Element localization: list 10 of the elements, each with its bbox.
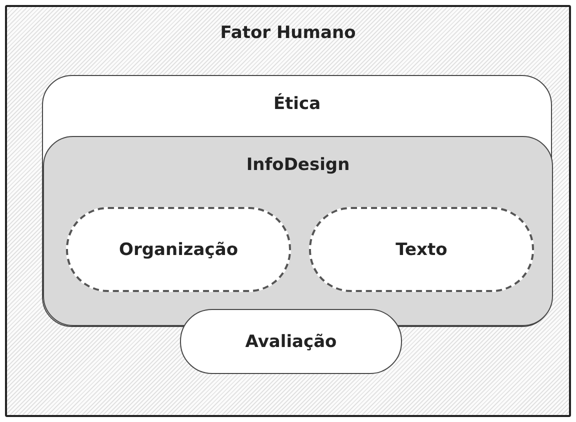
box-label: Texto bbox=[394, 240, 448, 260]
box-label: Ética bbox=[272, 94, 322, 114]
box-label: Organização bbox=[118, 240, 239, 260]
frame-panel bbox=[5, 5, 571, 417]
rounded-box bbox=[180, 309, 402, 374]
box-label: Fator Humano bbox=[219, 23, 357, 43]
rounded-box bbox=[43, 136, 553, 326]
box-label: Avaliação bbox=[244, 332, 338, 352]
rounded-box bbox=[42, 75, 552, 327]
box-label: InfoDesign bbox=[245, 155, 351, 175]
